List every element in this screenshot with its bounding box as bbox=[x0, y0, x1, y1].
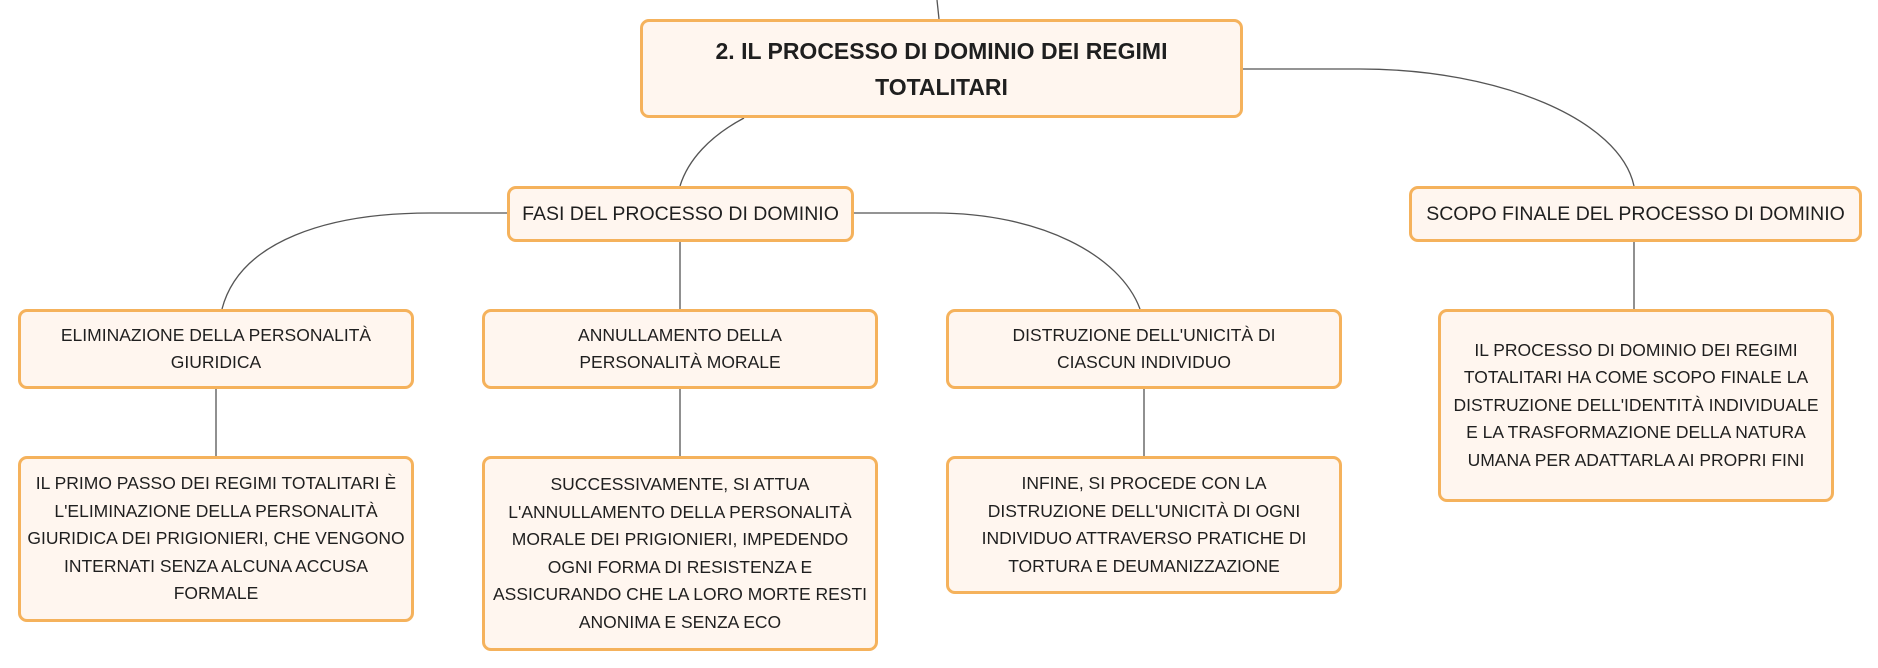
detail-text: IL PROCESSO DI DOMINIO DEI REGIMI TOTALI… bbox=[1453, 339, 1819, 470]
connector-root-scopo bbox=[1243, 68, 1635, 187]
connector-fasi-phase-1 bbox=[221, 212, 507, 310]
phase-eliminazione-personalita-giuridica[interactable]: ELIMINAZIONE DELLA PERSONALITÀ GIURIDICA bbox=[18, 309, 414, 389]
connector-fasi-phase-3 bbox=[854, 212, 1141, 310]
phase-title: ELIMINAZIONE DELLA PERSONALITÀ GIURIDICA bbox=[60, 325, 372, 372]
phase-title: ANNULLAMENTO DELLA PERSONALITÀ MORALE bbox=[578, 325, 782, 372]
phase-distruzione-unicita[interactable]: DISTRUZIONE DELL'UNICITÀ DI CIASCUN INDI… bbox=[946, 309, 1342, 389]
detail-text: SUCCESSIVAMENTE, SI ATTUA L'ANNULLAMENTO… bbox=[492, 474, 868, 632]
detail-eliminazione[interactable]: IL PRIMO PASSO DEI REGIMI TOTALITARI È L… bbox=[18, 456, 414, 622]
branch-scopo-label: SCOPO FINALE DEL PROCESSO DI DOMINIO bbox=[1426, 203, 1845, 225]
branch-fasi-del-processo[interactable]: FASI DEL PROCESSO DI DOMINIO bbox=[507, 186, 854, 242]
phase-annullamento-personalita-morale[interactable]: ANNULLAMENTO DELLA PERSONALITÀ MORALE bbox=[482, 309, 878, 389]
detail-distruzione[interactable]: INFINE, SI PROCEDE CON LA DISTRUZIONE DE… bbox=[946, 456, 1342, 594]
detail-annullamento[interactable]: SUCCESSIVAMENTE, SI ATTUA L'ANNULLAMENTO… bbox=[482, 456, 878, 651]
branch-fasi-label: FASI DEL PROCESSO DI DOMINIO bbox=[522, 203, 839, 225]
connector-root-parent bbox=[936, 0, 940, 20]
detail-text: IL PRIMO PASSO DEI REGIMI TOTALITARI È L… bbox=[27, 473, 405, 604]
connector-root-fasi bbox=[679, 117, 745, 187]
root-topic-label: 2. IL PROCESSO DI DOMINIO DEI REGIMI TOT… bbox=[715, 37, 1168, 100]
branch-scopo-finale[interactable]: SCOPO FINALE DEL PROCESSO DI DOMINIO bbox=[1409, 186, 1862, 242]
detail-scopo-finale[interactable]: IL PROCESSO DI DOMINIO DEI REGIMI TOTALI… bbox=[1438, 309, 1834, 502]
root-topic[interactable]: 2. IL PROCESSO DI DOMINIO DEI REGIMI TOT… bbox=[640, 19, 1243, 118]
phase-title: DISTRUZIONE DELL'UNICITÀ DI CIASCUN INDI… bbox=[1012, 325, 1276, 372]
detail-text: INFINE, SI PROCEDE CON LA DISTRUZIONE DE… bbox=[981, 473, 1307, 576]
